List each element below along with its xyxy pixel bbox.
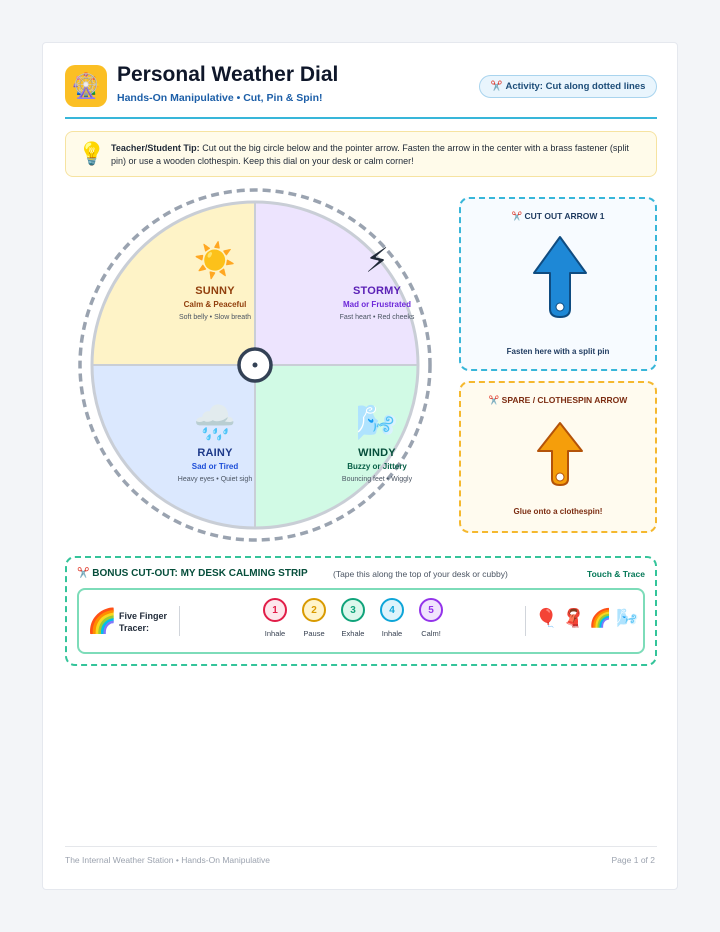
touch-trace-label: Touch & Trace — [587, 569, 645, 579]
center-pin-dot — [252, 362, 258, 368]
arrow-card-title-text: CUT OUT ARROW 1 — [524, 211, 605, 221]
scissors-icon: ✂️ — [488, 395, 500, 405]
step-label: Inhale — [381, 629, 403, 638]
arrow-shape — [533, 236, 587, 318]
footer-divider — [65, 846, 657, 847]
worksheet-page: 🎡 Personal Weather Dial Hands-On Manipul… — [42, 42, 678, 890]
spare-arrow-card: ✂️ SPARE / CLOTHESPIN ARROW Glue onto a … — [459, 381, 657, 533]
cut-out-arrow-card: ✂️ CUT OUT ARROW 1 Fasten here with a sp… — [459, 197, 657, 371]
page-subtitle: Hands-On Manipulative • Cut, Pin & Spin! — [117, 92, 323, 104]
quadrant-name: RAINY — [197, 447, 233, 459]
rain-cloud-icon: 🌧️ — [193, 404, 237, 442]
tip-box: 💡 Teacher/Student Tip: Cut out the big c… — [65, 131, 657, 177]
quadrant-rainy: 🌧️ RAINY Sad or Tired Heavy eyes • Quiet… — [135, 403, 295, 483]
bonus-note: (Tape this along the top of your desk or… — [333, 569, 508, 579]
tip-body: Cut out the big circle below and the poi… — [111, 143, 629, 166]
step-3: 3 Exhale — [333, 598, 373, 638]
dial-rim — [90, 200, 420, 530]
arrow-pin-hole — [555, 302, 565, 312]
wind-face-icon: 🌬️ — [616, 608, 639, 628]
step-circle: 3 — [341, 598, 365, 622]
quadrant-feeling: Calm & Peaceful — [183, 300, 247, 309]
lightning-icon: ⚡ — [365, 242, 389, 280]
bonus-title-text: BONUS CUT-OUT: MY DESK CALMING STRIP — [92, 568, 308, 579]
strip-divider — [525, 606, 526, 636]
tip-label: Teacher/Student Tip: — [111, 143, 200, 153]
page-number: Page 1 of 2 — [611, 855, 655, 865]
orange-pointer-arrow — [537, 422, 583, 486]
wind-face-icon: 🌬️ — [355, 404, 399, 442]
quadrant-feeling: Buzzy or Jittery — [347, 462, 407, 471]
step-4: 4 Inhale — [372, 598, 412, 638]
activity-badge-label: Activity: Cut along dotted lines — [505, 81, 646, 92]
rainbow-icon: 🌈 — [589, 608, 612, 628]
five-finger-label: Five Finger Tracer: — [119, 611, 168, 633]
step-label: Calm! — [421, 629, 441, 638]
calming-strip: 🌈 Five Finger Tracer: 1 Inhale 2 Pause 3… — [77, 588, 645, 654]
step-5: 5 Calm! — [411, 598, 451, 638]
quadrant-detail: Bouncing feet • Wiggly — [341, 476, 413, 483]
arrow-shape — [537, 422, 583, 486]
quadrant-detail: Soft belly • Slow breath — [178, 314, 252, 321]
step-label: Exhale — [341, 629, 365, 638]
dial-quadrants — [92, 202, 418, 528]
arrow-card-caption: Fasten here with a split pin — [506, 347, 610, 356]
bonus-title: ✂️ BONUS CUT-OUT: MY DESK CALMING STRIP — [77, 568, 308, 579]
sun-icon: ☀️ — [193, 242, 237, 280]
strip-divider — [179, 606, 180, 636]
lightbulb-icon: 💡 — [78, 141, 106, 166]
activity-badge: ✂️ Activity: Cut along dotted lines — [479, 75, 657, 98]
rainbow-icon: 🌈 — [87, 608, 117, 635]
step-circle: 2 — [302, 598, 326, 622]
ferris-wheel-icon: 🎡 — [65, 65, 107, 107]
balloon-icon: 🎈 — [535, 608, 558, 628]
step-circle: 5 — [419, 598, 443, 622]
spare-card-title-text: SPARE / CLOTHESPIN ARROW — [501, 395, 628, 405]
scissors-icon: ✂️ — [490, 81, 503, 92]
weather-dial: ☀️ SUNNY Calm & Peaceful Soft belly • Sl… — [77, 187, 433, 543]
quadrant-windy: 🌬️ WINDY Buzzy or Jittery Bouncing feet … — [297, 403, 457, 483]
scissors-icon: ✂️ — [511, 211, 523, 221]
quadrant-feeling: Sad or Tired — [191, 462, 239, 471]
step-label: Inhale — [264, 629, 286, 638]
quadrant-detail: Heavy eyes • Quiet sigh — [177, 476, 253, 483]
page-title: Personal Weather Dial — [117, 63, 339, 86]
spare-card-caption: Glue onto a clothespin! — [513, 507, 603, 516]
step-2: 2 Pause — [294, 598, 334, 638]
quadrant-name: SUNNY — [195, 285, 235, 297]
arrow-pin-hole — [555, 472, 565, 482]
scissors-icon: ✂️ — [77, 568, 90, 579]
blue-pointer-arrow — [533, 236, 587, 318]
step-label: Pause — [303, 629, 325, 638]
dial-graphic — [78, 188, 432, 542]
tip-text: Teacher/Student Tip: Cut out the big cir… — [111, 142, 646, 168]
scarf-icon: 🧣 — [562, 608, 585, 628]
quadrant-sunny: ☀️ SUNNY Calm & Peaceful Soft belly • Sl… — [135, 241, 295, 321]
quadrant-name: WINDY — [358, 447, 396, 459]
arrow-card-title: ✂️ CUT OUT ARROW 1 — [461, 211, 655, 222]
quadrant-stormy: ⚡ STORMY Mad or Frustrated Fast heart • … — [297, 241, 457, 321]
step-1: 1 Inhale — [255, 598, 295, 638]
step-circle: 4 — [380, 598, 404, 622]
header-divider — [65, 117, 657, 119]
spare-card-title: ✂️ SPARE / CLOTHESPIN ARROW — [461, 395, 655, 406]
quadrant-name: STORMY — [352, 285, 402, 297]
quadrant-detail: Fast heart • Red cheeks — [339, 314, 415, 321]
step-circle: 1 — [263, 598, 287, 622]
quadrant-feeling: Mad or Frustrated — [342, 300, 411, 309]
bonus-calming-strip: ✂️ BONUS CUT-OUT: MY DESK CALMING STRIP … — [65, 556, 657, 666]
footer-title: The Internal Weather Station • Hands-On … — [65, 855, 271, 865]
